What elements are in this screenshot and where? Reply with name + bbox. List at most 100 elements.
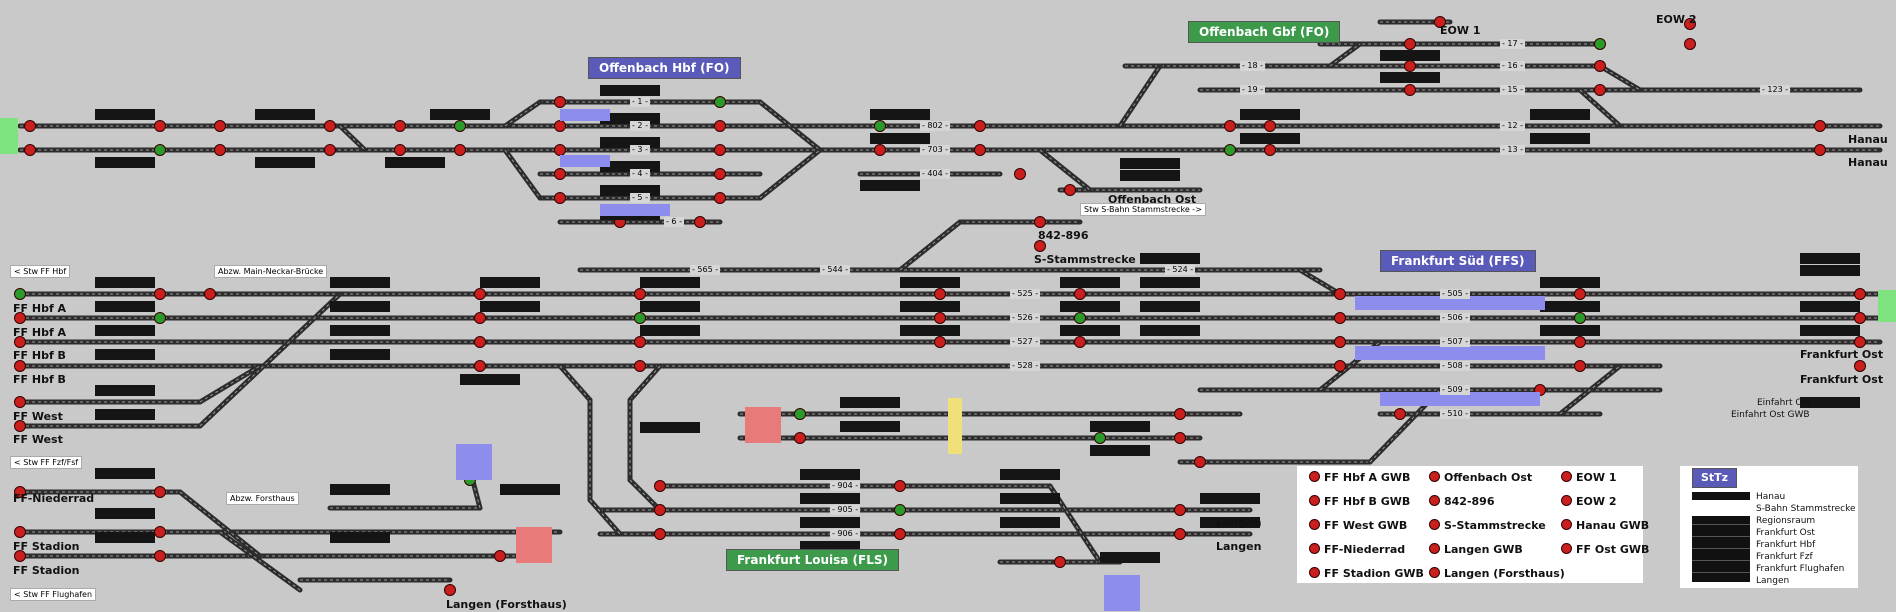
signal-icon	[14, 396, 26, 408]
station-frankfurt-louisa[interactable]: Frankfurt Louisa (FLS)	[726, 549, 899, 571]
track-number: - 565 -	[690, 265, 721, 275]
block-indicator	[255, 109, 315, 120]
tag-stw-ff-hbf[interactable]: < Stw FF Hbf	[10, 265, 71, 278]
track-centerline	[199, 293, 341, 427]
signal-icon	[1434, 16, 1446, 28]
track-number: - 1 -	[630, 97, 650, 107]
block-indicator	[95, 109, 155, 120]
signal-icon	[154, 120, 166, 132]
signal-icon	[1224, 120, 1236, 132]
label-ff-niederrad: FF-Niederrad	[13, 492, 95, 505]
signal-icon	[554, 120, 566, 132]
block-indicator	[1530, 133, 1590, 144]
track-centerline	[219, 531, 301, 591]
block-indicator	[1090, 421, 1150, 432]
label-ff-hbf-a-1: FF Hbf A	[13, 302, 67, 315]
signal-icon	[634, 288, 646, 300]
tag-stw-ff-flughafen[interactable]: < Stw FF Flughafen	[10, 588, 97, 601]
signal-icon	[714, 168, 726, 180]
signal-icon	[1854, 336, 1866, 348]
signal-icon	[14, 486, 26, 498]
block-indicator	[95, 277, 155, 288]
block-indicator	[1140, 325, 1200, 336]
block-indicator	[840, 397, 900, 408]
signal-icon	[1574, 312, 1586, 324]
signal-dot-icon	[1561, 543, 1572, 554]
tag-stw-ff-fzf[interactable]: < Stw FF Fzf/Fsf	[10, 456, 83, 469]
label-langen-2: Langen	[1216, 540, 1262, 553]
block-indicator	[800, 541, 860, 552]
track-number: - 525 -	[1010, 289, 1041, 299]
sttz-item: Regionsraum	[1756, 516, 1816, 526]
signal-icon	[454, 120, 466, 132]
signal-icon	[154, 288, 166, 300]
signal-icon	[634, 336, 646, 348]
legend-item: FF-Niederrad	[1309, 543, 1405, 556]
station-offenbach-gbf[interactable]: Offenbach Gbf (FO)	[1188, 21, 1341, 43]
track-centerline	[1299, 269, 1341, 295]
zone-langen-blue	[1104, 575, 1140, 611]
legend-item: Hanau GWB	[1561, 519, 1649, 532]
tag-abzw-forsthaus: Abzw. Forsthaus	[226, 492, 299, 505]
block-indicator	[600, 113, 660, 124]
block-indicator	[1120, 158, 1180, 169]
zone-stadion-red	[516, 527, 552, 563]
block-indicator	[95, 532, 155, 543]
signal-icon	[154, 486, 166, 498]
signal-icon	[1684, 18, 1696, 30]
signal-icon	[1334, 336, 1346, 348]
legend-item: EOW 2	[1561, 495, 1616, 508]
signal-icon	[714, 144, 726, 156]
signal-icon	[14, 550, 26, 562]
track-centerline	[1579, 89, 1621, 127]
sttz-box-stack	[1692, 516, 1750, 582]
station-frankfurt-sued[interactable]: Frankfurt Süd (FFS)	[1380, 250, 1536, 272]
signal-icon	[14, 526, 26, 538]
signal-dot-icon	[1309, 543, 1320, 554]
block-indicator	[900, 301, 960, 312]
block-indicator	[640, 277, 700, 288]
signal-icon	[1854, 360, 1866, 372]
tag-stw-s-bahn[interactable]: Stw S-Bahn Stammstrecke ->	[1080, 203, 1206, 216]
block-indicator	[640, 422, 700, 433]
signal-icon	[1334, 288, 1346, 300]
label-ff-west-1: FF West	[13, 410, 63, 423]
signal-icon	[654, 480, 666, 492]
sttz-item: Frankfurt Ost	[1756, 528, 1815, 538]
signal-icon	[974, 144, 986, 156]
sttz-item: Langen	[1756, 576, 1790, 586]
station-offenbach-hbf[interactable]: Offenbach Hbf (FO)	[588, 57, 741, 79]
block-indicator	[480, 301, 540, 312]
legend-item: FF Hbf A GWB	[1309, 471, 1410, 484]
block-indicator	[95, 409, 155, 420]
block-indicator	[1120, 170, 1180, 181]
label-eow2: EOW 2	[1656, 13, 1697, 26]
signal-icon	[14, 312, 26, 324]
block-indicator	[1100, 552, 1160, 563]
signal-icon	[1064, 184, 1076, 196]
track-number: - 509 -	[1440, 385, 1471, 395]
block-indicator	[870, 109, 930, 120]
track-number: - 13 -	[1500, 145, 1526, 155]
signal-icon	[474, 312, 486, 324]
label-ff-stadion-2: FF Stadion	[13, 564, 80, 577]
track-centerline	[1319, 341, 1381, 391]
zone-offenbach-track3	[560, 155, 610, 167]
block-indicator	[600, 85, 660, 96]
signal-icon	[1814, 120, 1826, 132]
signal-icon	[1594, 60, 1606, 72]
track-centerline	[1039, 149, 1091, 191]
block-indicator	[1140, 253, 1200, 264]
signal-icon	[1094, 432, 1106, 444]
zone-ffs-505	[1355, 296, 1545, 310]
track-number: - 508 -	[1440, 361, 1471, 371]
sttz-item: Frankfurt Flughafen	[1756, 564, 1845, 574]
block-indicator	[640, 325, 700, 336]
block-indicator	[385, 157, 445, 168]
label-langen-1: Langen	[1216, 516, 1262, 529]
legend-item: Offenbach Ost	[1429, 471, 1532, 484]
station-sttz[interactable]: StTz	[1692, 468, 1738, 488]
track-centerline	[1559, 365, 1621, 415]
signal-icon	[554, 96, 566, 108]
label-ff-hbf-b-2: FF Hbf B	[13, 373, 66, 386]
